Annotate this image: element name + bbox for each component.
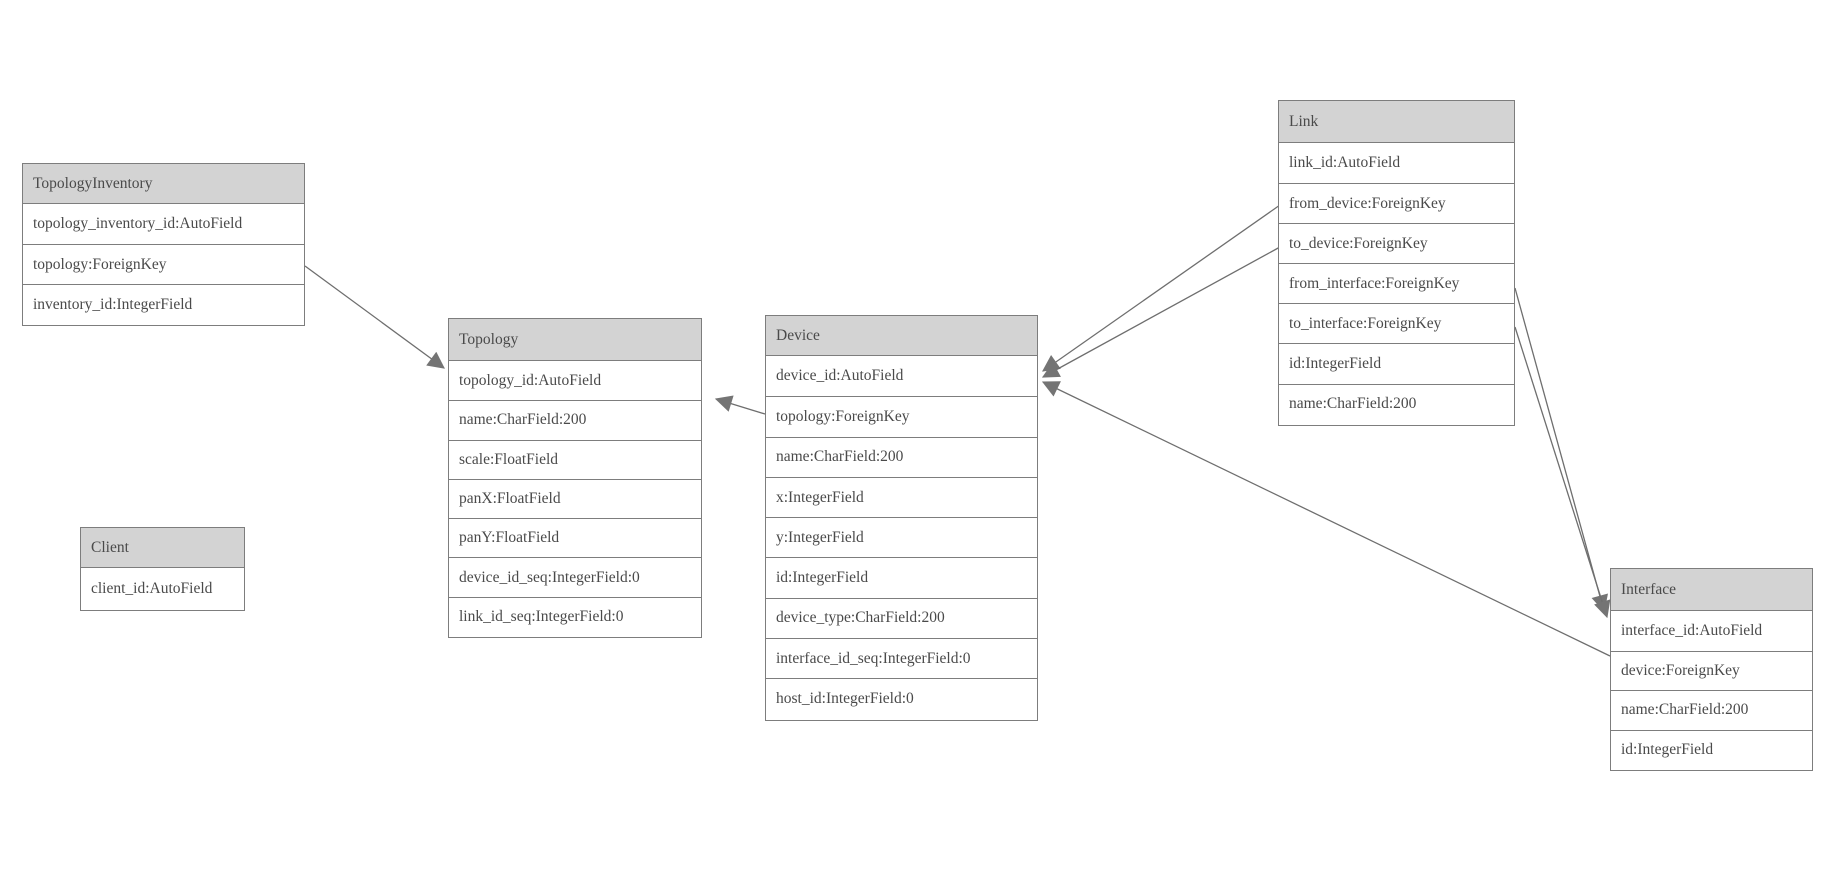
- entity-field-row: device_type:CharField:200: [766, 597, 1037, 639]
- relation-edge-device-topology: [714, 395, 766, 415]
- entity-field-row: name:CharField:200: [766, 436, 1037, 477]
- entity-field-row: name:CharField:200: [1611, 690, 1812, 730]
- entity-field-row: name:CharField:200: [1279, 383, 1514, 424]
- entity-field-row: topology_inventory_id:AutoField: [23, 204, 304, 244]
- entity-header-device: Device: [766, 316, 1037, 356]
- entity-field-row: panY:FloatField: [449, 518, 701, 558]
- entity-field-row: id:IntegerField: [1611, 729, 1812, 769]
- entity-field-row: client_id:AutoField: [81, 568, 244, 609]
- entity-field-row: link_id_seq:IntegerField:0: [449, 596, 701, 637]
- entity-field-row: host_id:IntegerField:0: [766, 678, 1037, 719]
- entity-header-interface: Interface: [1611, 569, 1812, 611]
- entity-field-row: interface_id:AutoField: [1611, 611, 1812, 651]
- entity-header-topologyinventory: TopologyInventory: [23, 164, 304, 204]
- entity-field-row: x:IntegerField: [766, 476, 1037, 518]
- entity-field-row: inventory_id:IntegerField: [23, 284, 304, 324]
- entity-field-row: interface_id_seq:IntegerField:0: [766, 638, 1037, 679]
- entity-field-row: to_device:ForeignKey: [1279, 223, 1514, 264]
- relation-edge-link-to-interface: [1514, 326, 1611, 619]
- entity-header-link: Link: [1279, 101, 1514, 143]
- entity-field-row: device_id:AutoField: [766, 356, 1037, 397]
- entity-field-row: y:IntegerField: [766, 517, 1037, 558]
- entity-field-row: topology:ForeignKey: [23, 244, 304, 284]
- entity-field-row: device_id_seq:IntegerField:0: [449, 557, 701, 597]
- entity-field-row: device:ForeignKey: [1611, 650, 1812, 690]
- relation-edge-link-to-device: [1041, 246, 1281, 378]
- entity-field-row: topology:ForeignKey: [766, 396, 1037, 437]
- entity-field-row: from_interface:ForeignKey: [1279, 263, 1514, 304]
- relation-edge-link-from-device: [1042, 204, 1281, 372]
- entity-field-row: id:IntegerField: [766, 557, 1037, 598]
- entity-field-row: link_id:AutoField: [1279, 143, 1514, 184]
- entity-field-row: from_device:ForeignKey: [1279, 183, 1514, 224]
- entity-header-topology: Topology: [449, 319, 701, 361]
- entity-field-row: panX:FloatField: [449, 478, 701, 519]
- relation-edge-link-from-interface: [1514, 287, 1608, 613]
- entity-header-client: Client: [81, 528, 244, 568]
- entity-field-row: to_interface:ForeignKey: [1279, 303, 1514, 344]
- entity-field-row: name:CharField:200: [449, 400, 701, 440]
- entity-field-row: id:IntegerField: [1279, 343, 1514, 384]
- entity-field-row: scale:FloatField: [449, 439, 701, 479]
- relation-edge-topologyinventory-topology: [304, 265, 445, 369]
- entity-field-row: topology_id:AutoField: [449, 361, 701, 401]
